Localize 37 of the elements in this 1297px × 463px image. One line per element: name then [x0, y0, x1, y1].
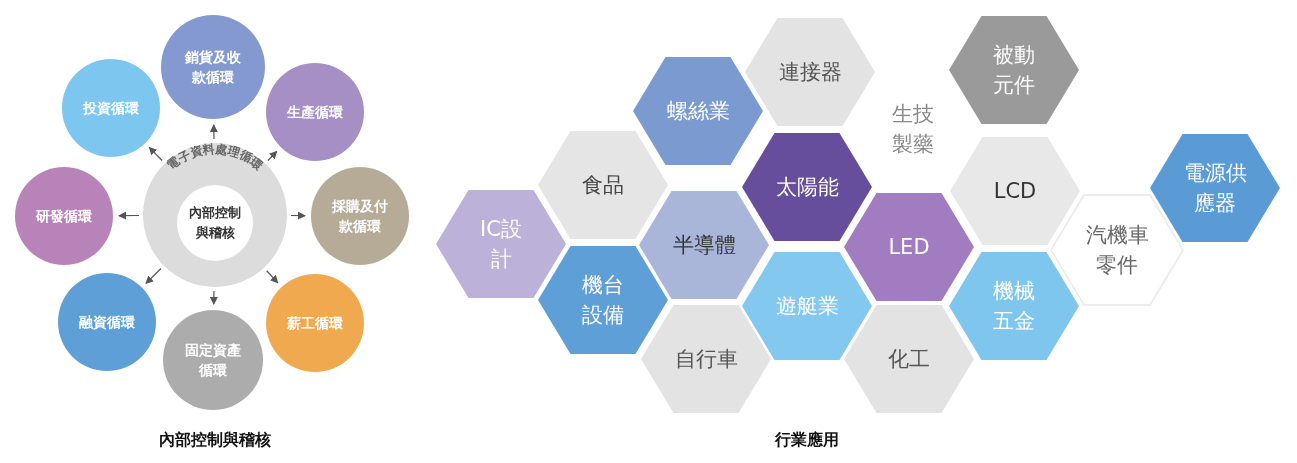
tile-label: 汽機車零件	[1084, 222, 1150, 279]
cycle-label: 融資循環	[78, 313, 136, 332]
arrow	[290, 211, 306, 220]
tile-label: 電源供應器	[1182, 160, 1248, 217]
tile-label: 化工	[887, 346, 931, 373]
tile-label: 食品	[581, 172, 625, 199]
tile-label: LCD	[992, 178, 1038, 205]
tile-label: 連接器	[777, 59, 843, 86]
arrow	[118, 211, 140, 220]
tile-label: 機械五金	[992, 278, 1036, 335]
caption: 內部控制與稽核	[159, 430, 271, 451]
tile-label: 生技製藥	[891, 101, 935, 158]
cycle-label: 研發循環	[35, 207, 93, 226]
tile-label: 半導體	[671, 232, 737, 259]
tile-label: 太陽能	[774, 174, 840, 201]
center-label: 內部控制與稽核	[188, 204, 242, 242]
cycle-label: 薪工循環	[286, 314, 344, 333]
tile-label: 螺絲業	[665, 98, 731, 125]
arrow	[209, 290, 218, 305]
tile-label: 機台設備	[581, 272, 625, 329]
tile-label: IC設計	[479, 216, 523, 273]
cycle-label: 固定資產循環	[184, 341, 242, 380]
cycle-label: 採購及付款循環	[331, 197, 389, 236]
caption: 行業應用	[775, 430, 839, 451]
tile-label: 遊艇業	[774, 293, 840, 320]
cycle-label: 投資循環	[81, 99, 140, 118]
arrow	[148, 146, 163, 162]
arrow	[266, 270, 279, 284]
cycle-label: 銷貨及收款循環	[184, 48, 242, 87]
tile-label: 自行車	[673, 346, 739, 373]
ring-label: 電子資料處理循環	[164, 141, 266, 173]
tile-label: 被動元件	[992, 42, 1036, 99]
cycle-label: 生產循環	[286, 103, 344, 122]
arrow	[145, 267, 162, 284]
arrow	[267, 150, 278, 162]
arrow	[209, 124, 218, 140]
tile-label: LED	[887, 234, 931, 261]
